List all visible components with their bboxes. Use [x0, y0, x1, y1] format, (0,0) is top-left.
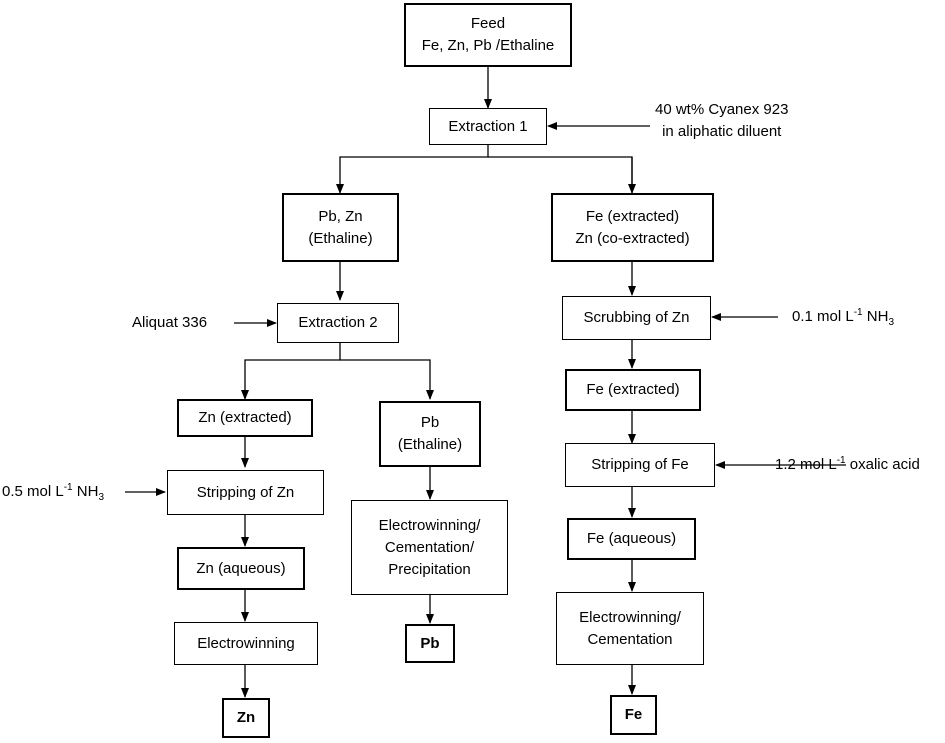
pb-ethaline-label: (Ethaline) [397, 436, 463, 453]
electrowinning-label: Electrowinning/ [378, 516, 481, 534]
fe-cementation-label: Cementation [587, 630, 673, 648]
scrubbing-zn-label: Scrubbing of Zn [583, 309, 690, 326]
nh3-0-1-sup: -1 [853, 307, 863, 318]
pb-ethaline-box: Pb (Ethaline) [379, 401, 481, 467]
fe-electrowinning-label: Electrowinning/ [579, 608, 681, 626]
zn-extracted-box: Zn (extracted) [177, 399, 313, 437]
oxalic-acid-reagent: 1.2 mol L-1 oxalic acid [775, 454, 920, 476]
feed-composition: Fe, Zn, Pb /Ethaline [421, 37, 555, 54]
scrubbing-zn-box: Scrubbing of Zn [562, 296, 711, 340]
split-extraction2-right [340, 359, 434, 400]
nh3-0-5-mid: NH [72, 483, 99, 500]
aliquat-label: Aliquat 336 [132, 314, 208, 331]
aliquat-reagent: Aliquat 336 [132, 312, 207, 334]
zn-aqueous-label: Zn (aqueous) [196, 559, 286, 577]
pb-product-box: Pb [405, 624, 455, 663]
nh3-0-1-reagent: 0.1 mol L-1 NH3 [792, 306, 894, 328]
split-extraction1-right [488, 156, 633, 193]
zn-aqueous-box: Zn (aqueous) [177, 547, 305, 590]
zn-electrowinning-label: Electrowinning [197, 634, 295, 652]
pb-product-label: Pb [420, 634, 440, 652]
fe-aqueous-label: Fe (aqueous) [586, 530, 677, 547]
split-extraction1 [336, 145, 489, 194]
fe-extracted-2-label: Fe (extracted) [586, 381, 680, 398]
split-extraction2 [241, 343, 341, 400]
oxalic-prefix: 1.2 mol L [775, 456, 837, 473]
fe-product-box: Fe [610, 695, 657, 735]
oxalic-suffix: oxalic acid [845, 456, 920, 473]
extraction-1-box: Extraction 1 [429, 108, 547, 145]
pb-zn-ethaline-box: Pb, Zn (Ethaline) [282, 193, 399, 262]
nh3-0-5-prefix: 0.5 mol L [2, 483, 64, 500]
oxalic-sup: -1 [836, 455, 846, 466]
stripping-fe-label: Stripping of Fe [591, 456, 689, 473]
zn-product-label: Zn [236, 709, 256, 726]
stripping-zn-label: Stripping of Zn [196, 483, 295, 501]
pb-processing-box: Electrowinning/ Cementation/ Precipitati… [351, 500, 508, 595]
fe-aqueous-box: Fe (aqueous) [567, 518, 696, 560]
fe-processing-box: Electrowinning/ Cementation [556, 592, 704, 665]
nh3-0-5-sup: -1 [63, 482, 73, 493]
ethaline-label: (Ethaline) [308, 229, 373, 247]
cyanex-line-2: in aliphatic diluent [662, 123, 782, 140]
fe-zn-extracted-box: Fe (extracted) Zn (co-extracted) [551, 193, 714, 262]
nh3-0-1-prefix: 0.1 mol L [792, 308, 854, 325]
nh3-0-5-reagent: 0.5 mol L-1 NH3 [2, 481, 104, 503]
extraction-2-box: Extraction 2 [277, 303, 399, 343]
nh3-0-5-sub: 3 [98, 492, 105, 503]
pb-label: Pb [420, 414, 440, 431]
nh3-0-1-mid: NH [862, 308, 889, 325]
cyanex-reagent: 40 wt% Cyanex 923 in aliphatic diluent [655, 99, 788, 143]
feed-title: Feed [470, 15, 506, 32]
fe-extracted-box: Fe (extracted) [565, 369, 701, 411]
zn-coextracted-label: Zn (co-extracted) [575, 229, 690, 247]
extraction-1-label: Extraction 1 [448, 117, 528, 135]
fe-product-label: Fe [624, 706, 643, 723]
extraction-2-label: Extraction 2 [298, 314, 378, 331]
stripping-zn-box: Stripping of Zn [167, 470, 324, 515]
stripping-fe-box: Stripping of Fe [565, 443, 715, 487]
zn-product-box: Zn [222, 698, 270, 738]
zn-electrowinning-box: Electrowinning [174, 622, 318, 665]
fe-extracted-label: Fe (extracted) [585, 207, 680, 225]
pb-zn-label: Pb, Zn [318, 207, 363, 225]
zn-extracted-label: Zn (extracted) [198, 409, 292, 426]
cementation-label: Cementation/ [384, 538, 475, 556]
nh3-0-1-sub: 3 [888, 317, 895, 328]
feed-box: Feed Fe, Zn, Pb /Ethaline [404, 3, 572, 67]
cyanex-line-1: 40 wt% Cyanex 923 [655, 101, 789, 118]
precipitation-label: Precipitation [388, 560, 471, 578]
